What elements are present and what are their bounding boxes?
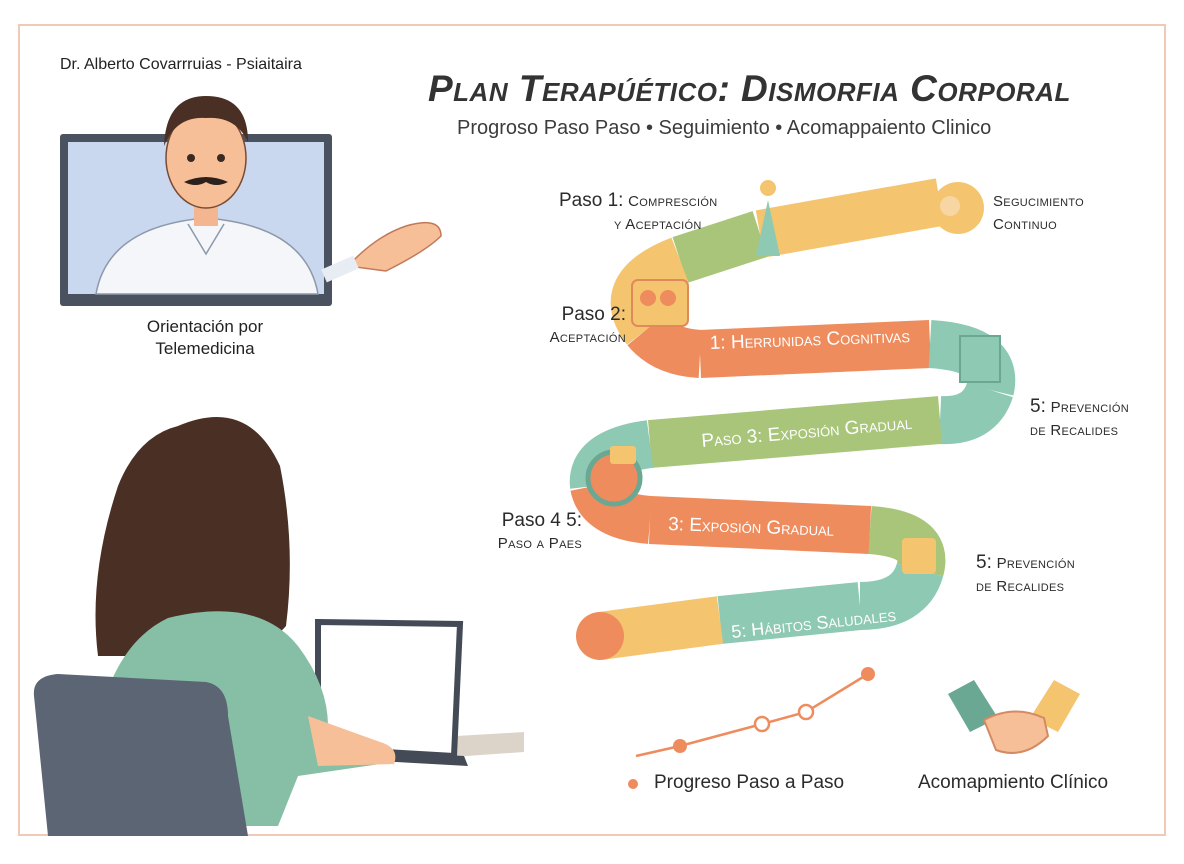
people-icon: [631, 279, 689, 327]
label-seguimiento: Segucimiento Continuo: [993, 190, 1084, 236]
outer-frame: [18, 24, 1166, 836]
page-subtitle: Progroso Paso Paso • Seguimiento • Acoma…: [457, 117, 992, 139]
label-prev2-a: Prevención: [996, 555, 1075, 572]
label-paso45: Paso 4 5: Paso a Paes: [486, 510, 582, 555]
progress-line-icon: [635, 667, 875, 758]
doctor-mustache: [184, 177, 228, 185]
label-prev2-b: de Recalides: [976, 578, 1065, 595]
label-paso45-num: Paso 4 5:: [501, 510, 582, 531]
label-prev1-a: Prevención: [1050, 399, 1129, 416]
doctor-hand: [346, 221, 442, 272]
telemedicine-caption-line2: Telemedicina: [155, 339, 255, 358]
road-row5-teal: [717, 582, 863, 644]
label-paso1: Paso 1: Compresción y Aceptación: [559, 190, 717, 236]
therapy-path: 1: Herrunidas Cognitivas Paso 3: Exposió…: [569, 178, 1016, 660]
label-paso1-a: Compresción: [628, 193, 718, 210]
legend-progress: Progreso Paso a Paso: [654, 772, 845, 793]
patient-hair: [95, 417, 290, 656]
label-prevencion-1: 5: Prevención de Recalides: [1030, 396, 1129, 442]
road-top-green: [672, 211, 768, 283]
road-start-circle: [576, 612, 624, 660]
chair: [33, 674, 248, 836]
road-top-yellow: [755, 178, 945, 258]
workspace-icon: [959, 335, 1001, 383]
doctor-name: Dr. Alberto Covarrruias - Psiaitaira: [60, 56, 302, 73]
patient-illustration: [33, 417, 524, 836]
label-paso1-num: Paso 1:: [559, 190, 624, 211]
telemedicine-illustration: [60, 96, 442, 306]
woman-figure-icon: [756, 200, 780, 256]
label-prev1-num: 5:: [1030, 396, 1046, 417]
page-title: Plan Terapúético: Dismorfia Corporal: [428, 68, 1071, 109]
road-row2-orange: [698, 320, 932, 378]
legend-support: Acomapmiento Clínico: [918, 772, 1109, 793]
label-paso2: Paso 2: Aceptación: [534, 304, 626, 349]
doctor-hair: [164, 96, 248, 146]
label-prevencion-2: 5: Prevención de Recalides: [976, 552, 1075, 598]
label-seg-b: Continuo: [993, 216, 1057, 233]
label-seg-a: Segucimiento: [993, 193, 1085, 210]
telemedicine-caption-line1: Orientación por: [146, 317, 264, 336]
legend-dot-icon: [628, 779, 638, 789]
label-paso2-num: Paso 2:: [561, 304, 626, 325]
label-prev1-b: de Recalides: [1030, 422, 1119, 439]
habits-icon: [902, 538, 936, 574]
label-paso45-b: Paso a Paes: [497, 535, 582, 552]
telemedicine-caption: Orientación por Telemedicina: [120, 316, 290, 360]
label-paso1-b: y Aceptación: [614, 216, 702, 233]
handshake-icon: [948, 680, 1080, 754]
label-paso2-b: Aceptación: [549, 329, 626, 346]
road-row4-orange: [648, 496, 872, 554]
road-row3-green: [648, 396, 942, 468]
label-prev2-num: 5:: [976, 552, 992, 573]
